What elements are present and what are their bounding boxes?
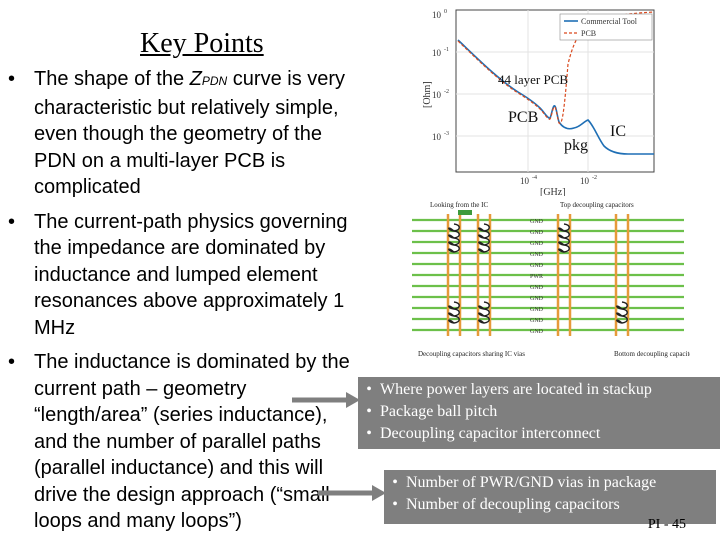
bullet-text: The shape of the [34,68,190,90]
callout-item: •Number of PWR/GND vias in package [392,474,657,491]
annotation-pcb: PCB [508,109,538,126]
layer-label: GND [530,230,544,236]
bullet-text: The inductance is dominated by the curre… [34,351,350,532]
ytick: 10 [432,90,442,100]
layer-group [412,218,684,332]
layer-label: GND [530,307,544,313]
xtick-exp: -4 [532,175,537,181]
label-looking-from-ic: Looking from the IC [430,201,488,209]
layer-label-group: GND GND GND GND GND PWR GND GND GND GND GND [530,219,544,335]
annotation-pkg: pkg [564,137,588,154]
xtick-exp: -2 [592,175,597,181]
impedance-plot: 10 0 10 -1 10 -2 10 -3 10 -4 10 -2 [Ohm]… [422,9,655,196]
ytick-exp: -1 [444,47,449,53]
arrow-to-callout-1 [292,392,360,408]
bullet-list: • The shape of the ZPDN curve is very ch… [8,66,358,543]
layer-label: GND [530,219,544,225]
layer-label: GND [530,263,544,269]
arrow-to-callout-2 [318,485,386,501]
legend-commercial-tool: Commercial Tool [581,17,638,26]
stackup-diagram: GND GND GND GND GND PWR GND GND GND GND GND Lookin… [412,201,690,358]
annotation-44-layer-pcb: 44 layer PCB [498,72,568,87]
ytick: 10 [432,132,442,142]
ytick: 10 [432,48,442,58]
inductor-coil [448,223,460,253]
z-symbol: Z [189,68,202,90]
bullet-item: • The current-path physics governing the… [8,209,358,342]
inductor-coil [558,223,570,253]
annotation-ic: IC [610,123,626,140]
inductor-coil [478,223,490,253]
bullet-item: • The inductance is dominated by the cur… [8,349,358,535]
layer-label: GND [530,252,544,258]
x-axis-label: [GHz] [540,187,566,196]
inductor-coil [448,301,460,324]
legend-pcb: PCB [581,29,596,38]
callout-item: •Decoupling capacitor interconnect [366,425,601,442]
label-decoupling-sharing-ic-vias: Decoupling capacitors sharing IC vias [418,350,525,358]
slide-title: Key Points [140,28,264,59]
bullet-dot: • [8,210,16,233]
bullet-text: The current-path physics governing the i… [34,210,348,339]
callout-item: •Number of decoupling capacitors [392,496,620,513]
z-subscript: PDN [201,74,228,88]
page-number: PI - 45 [647,517,686,532]
layer-label: GND [530,329,544,335]
y-axis-label: [Ohm] [422,81,433,108]
xtick: 10 [580,176,590,186]
layer-label: GND [530,285,544,291]
callout-stackup-factors: •Where power layers are located in stack… [358,377,720,449]
ytick-exp: -3 [444,131,449,137]
callout-count-factors: •Number of PWR/GND vias in package •Numb… [384,470,716,524]
label-top-decoupling: Top decoupling capacitors [560,201,634,209]
layer-label: GND [530,318,544,324]
ic-marker [458,210,472,215]
bullet-dot: • [8,351,16,373]
bullet-item: • The shape of the ZPDN curve is very ch… [8,66,358,201]
layer-label: GND [530,241,544,247]
via-group [446,214,630,336]
layer-label: PWR [530,274,543,280]
bullet-text-cont: curve is very characteristic but relativ… [34,68,346,198]
label-bottom-decoupling: Bottom decoupling capacitors [614,350,690,358]
ytick: 10 [432,10,442,20]
callout-item: •Where power layers are located in stack… [366,381,652,398]
callout-item: •Package ball pitch [366,403,498,420]
ytick-exp: 0 [444,9,447,15]
inductor-group [448,223,628,324]
inductor-coil [478,301,490,324]
ytick-exp: -2 [444,89,449,95]
layer-label: GND [530,296,544,302]
bullet-dot: • [8,68,16,90]
inductor-coil [616,301,628,324]
xtick: 10 [520,176,530,186]
